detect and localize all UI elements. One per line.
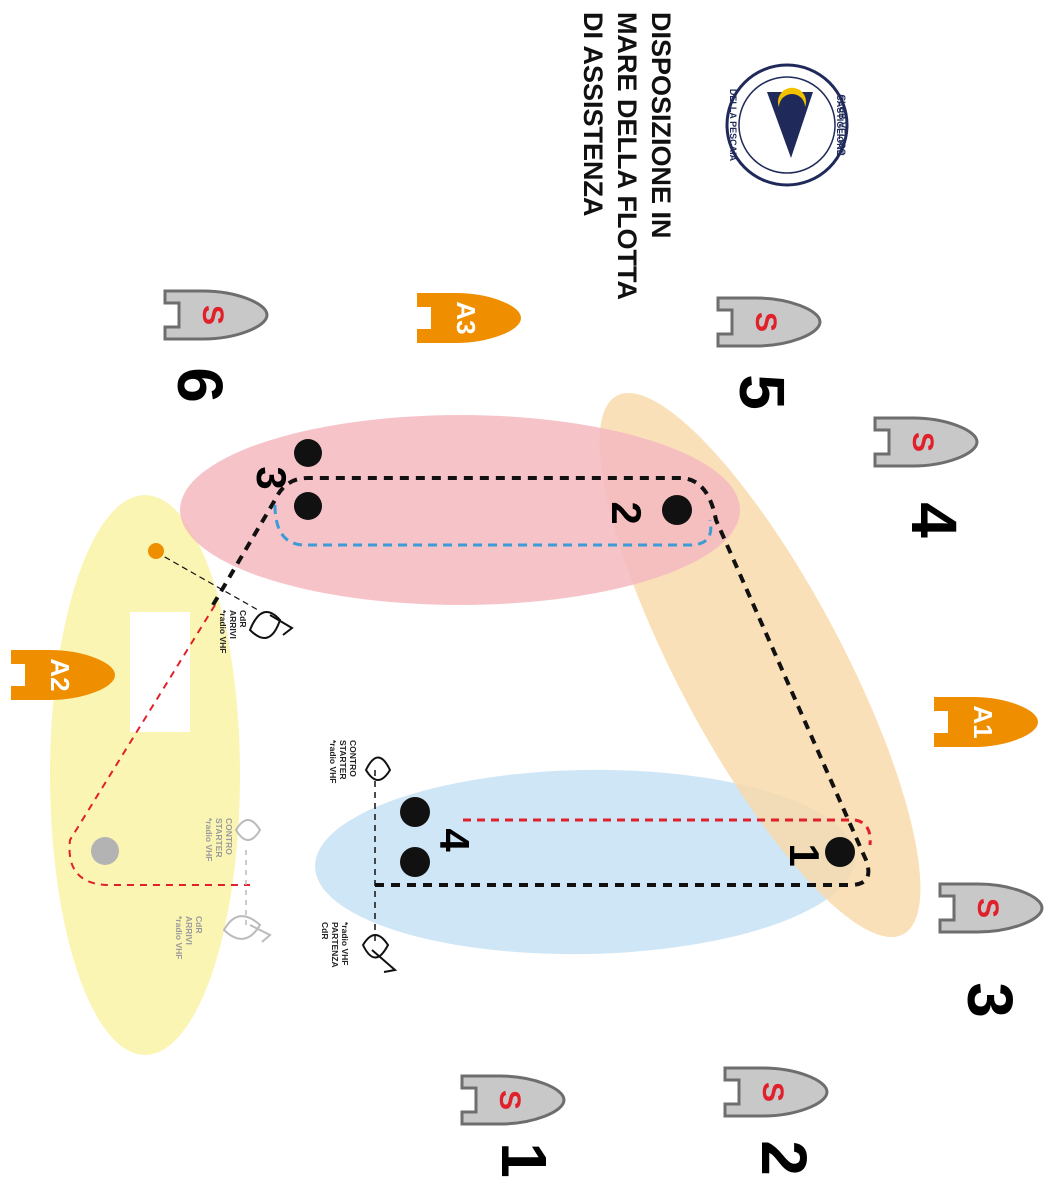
label-contro-starter-ghost-line1: CONTRO [224,818,234,855]
course-red-line-yellow [68,604,250,886]
safety-boat-3-letter: S [971,898,1004,918]
boat-number-4: 4 [898,502,970,538]
zone-yellow [50,495,240,1055]
safety-boat-1-letter: S [493,1090,526,1110]
mark-4-label: 4 [431,828,478,852]
assist-boat-a3: A3 [417,293,521,343]
course-blue-line [273,504,713,547]
label-arrivi-line1: CdR [238,610,248,627]
logo-top-text: CASTIGLIONE [835,94,845,156]
assist-boat-a3-label: A3 [451,301,481,334]
label-partenza-line1: CdR [320,922,330,939]
safety-boat-2: S [723,1066,829,1118]
course-red-line [463,818,872,846]
safety-boat-3: S [938,882,1044,934]
logo-bottom-text: DELLA PESCAIA [728,89,738,162]
committee-boat-arrivi [248,611,294,639]
logo-right-text: CLUB VELICO [837,94,847,155]
mark-1-label: 1 [781,843,828,866]
title-line-1: DISPOSIZIONE IN [646,12,676,239]
zone-yellow-notch [130,612,190,732]
label-arrivi: CdR ARRIVI *radio VHF [218,610,248,653]
assist-boat-a1: A1 [934,697,1038,747]
label-contro-starter-ghost-line3: *radio VHF [204,818,214,861]
committee-boat-contro-starter-ghost [234,819,262,841]
label-arrivi-ghost: CdR ARRIVI *radio VHF [174,916,204,959]
boat-number-1: 1 [488,1142,560,1178]
label-partenza-line3: *radio VHF [340,922,350,965]
safety-boat-6-letter: S [196,305,229,325]
label-partenza: CdR PARTENZA *radio VHF [320,922,350,968]
mark-4: 4 [400,797,478,877]
zone-pink [180,415,740,605]
assist-boat-a2: A2 [11,650,115,700]
mark-1: 1 [781,837,855,867]
logo-moon [778,87,806,107]
logo-pennant [767,92,813,158]
safety-boat-1: S [460,1074,566,1126]
boat-number-6: 6 [164,367,236,403]
club-logo: CASTIGLIONE DELLA PESCAIA CLUB VELICO [725,63,849,187]
label-contro-starter-ghost-line2: STARTER [214,818,224,858]
label-arrivi-ghost-line1: CdR [194,916,204,933]
safety-boat-2-letter: S [756,1082,789,1102]
safety-boat-5-letter: S [749,312,782,332]
label-partenza-line2: PARTENZA [330,922,340,968]
label-contro-starter: CONTRO STARTER *radio VHF [328,740,358,783]
label-arrivi-ghost-line3: *radio VHF [174,916,184,959]
safety-boat-4-letter: S [906,432,939,452]
safety-boat-6: S [163,289,269,341]
finish-pin-orange [148,543,164,559]
label-contro-starter-ghost: CONTRO STARTER *radio VHF [204,818,234,861]
safety-boat-4: S [873,416,979,468]
title-line-2: MARE DELLA FLOTTA [612,12,642,300]
committee-boat-partenza [361,934,398,973]
mark-2: 2 [603,495,692,525]
course-black-line [208,476,871,887]
assist-boat-a1-label: A1 [968,705,998,738]
committee-boat-arrivi-ghost [222,915,272,943]
label-contro-starter-line3: *radio VHF [328,740,338,783]
assist-boat-a2-label: A2 [45,658,75,691]
label-contro-starter-line2: STARTER [338,740,348,780]
safety-boat-5: S [716,296,822,348]
boat-number-3: 3 [954,982,1026,1018]
label-arrivi-line3: *radio VHF [218,610,228,653]
boat-number-5: 5 [726,374,798,410]
page-title: DISPOSIZIONE IN MARE DELLA FLOTTA DI ASS… [578,12,676,300]
label-arrivi-ghost-line2: ARRIVI [184,916,194,945]
mark-2-label: 2 [603,501,650,524]
mark-3-label: 3 [248,466,295,489]
title-line-3: DI ASSISTENZA [578,12,608,217]
label-contro-starter-line1: CONTRO [348,740,358,777]
label-arrivi-line2: ARRIVI [228,610,238,639]
boat-number-2: 2 [748,1140,820,1176]
zone-blue [315,769,855,955]
committee-boat-contro-starter [364,756,392,781]
mark-3: 3 [248,439,322,520]
ghost-mark-grey [91,837,119,865]
